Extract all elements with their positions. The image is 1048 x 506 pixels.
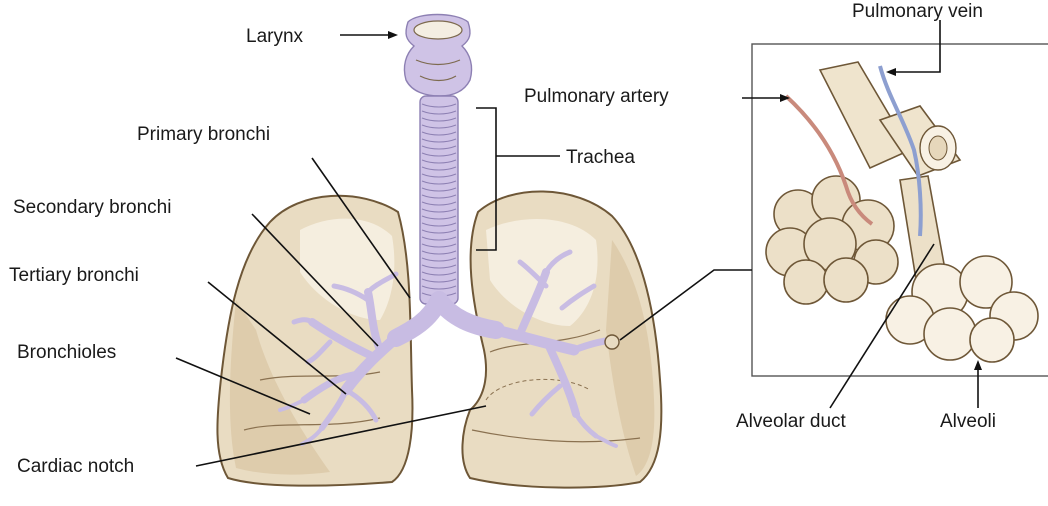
trachea: [420, 96, 458, 304]
label-bronchioles: Bronchioles: [17, 342, 116, 363]
label-pulmonary-artery: Pulmonary artery: [524, 86, 669, 107]
label-pulmonary-vein: Pulmonary vein: [852, 1, 983, 22]
label-larynx: Larynx: [246, 26, 304, 47]
right-lung: [462, 191, 661, 487]
label-cardiac-notch: Cardiac notch: [17, 456, 134, 477]
alveoli-inset: [620, 44, 1048, 376]
label-trachea: Trachea: [566, 147, 635, 168]
label-alveolar-duct: Alveolar duct: [736, 411, 847, 432]
larynx: [404, 15, 471, 97]
label-primary-bronchi: Primary bronchi: [137, 124, 270, 145]
label-secondary-bronchi: Secondary bronchi: [13, 197, 171, 218]
label-alveoli: Alveoli: [940, 411, 996, 432]
label-tertiary-bronchi: Tertiary bronchi: [9, 265, 139, 286]
